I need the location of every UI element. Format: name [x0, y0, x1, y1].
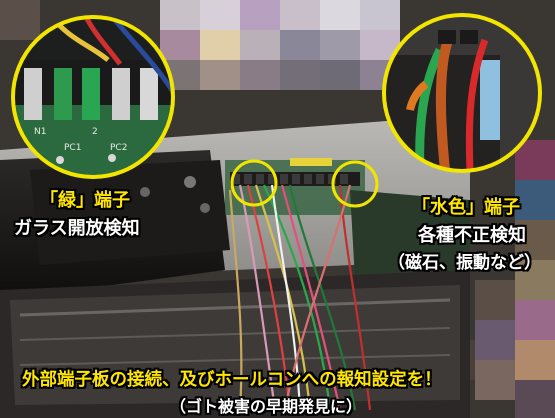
- cyan-terminal-zoom-ring: [382, 13, 542, 173]
- footer-main-caption: 外部端子板の接続、及びホールコンへの報知設定を！: [22, 370, 442, 390]
- cyan-terminal-title: 「水色」端子: [412, 197, 520, 218]
- footer-sub-caption: （ゴト被害の早期発見に）: [170, 397, 363, 416]
- pcb-label-pc1: PC1: [64, 143, 81, 153]
- pcb-label-2: 2: [92, 127, 98, 137]
- green-terminal-description: ガラス開放検知: [14, 218, 140, 239]
- pcb-label-n1: N1: [34, 127, 46, 137]
- pcb-label-pc2: PC2: [110, 143, 127, 153]
- cyan-terminal-examples: （磁石、振動など）: [388, 253, 541, 273]
- cyan-terminal-description: 各種不正検知: [418, 225, 526, 246]
- green-terminal-zoom-ring: [11, 15, 175, 179]
- green-terminal-title: 「緑」端子: [40, 190, 130, 211]
- board-cyan-terminal-ring: [331, 160, 379, 208]
- board-green-terminal-ring: [230, 159, 278, 207]
